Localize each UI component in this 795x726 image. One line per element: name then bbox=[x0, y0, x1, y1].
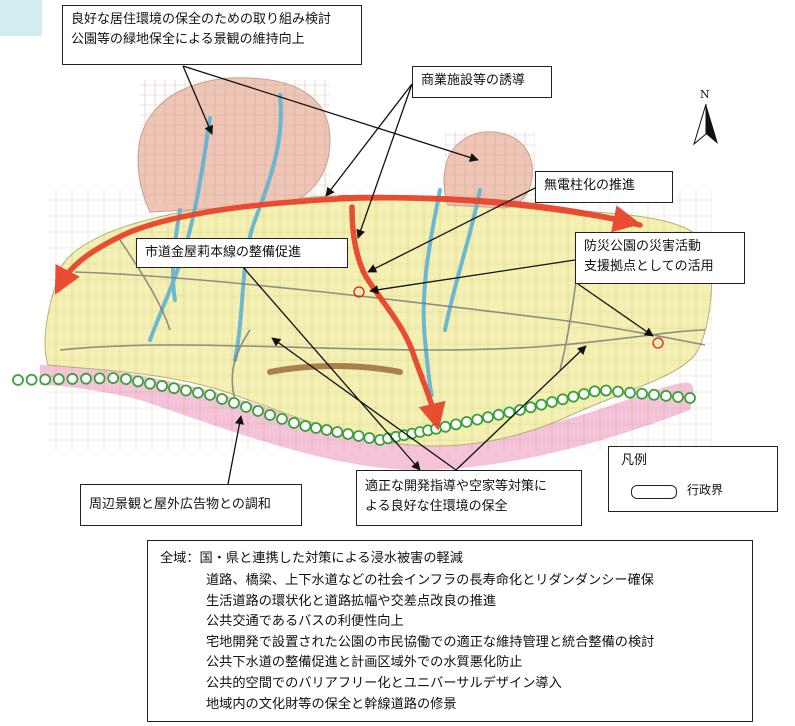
north-arrow-icon bbox=[693, 103, 718, 146]
boundary-circle bbox=[132, 375, 144, 388]
boundary-circle bbox=[39, 373, 52, 386]
boundary-circle bbox=[460, 416, 473, 428]
boundary-circle bbox=[482, 411, 494, 424]
boundary-circle bbox=[331, 426, 344, 438]
boundary-circle bbox=[567, 390, 580, 403]
list-item: 宅地開発で設置された公園の市民協働での適正な維持管理と統合整備の検討 bbox=[206, 634, 655, 650]
all-area-list: 道路、橋梁、上下水道などの社会インフラの長寿命化とリダンダンシー確保 生活道路の… bbox=[206, 571, 654, 715]
list-item: 公共交通であるバスの利便性向上 bbox=[206, 614, 404, 630]
callout-development-line2: よる良好な住環境の保全 bbox=[365, 499, 508, 514]
boundary-circle bbox=[342, 428, 354, 440]
boundary-circle bbox=[612, 385, 624, 398]
callout-development-line1: 適正な開発指導や空家等対策に bbox=[365, 479, 548, 494]
list-item: 公共的空間でのバリアフリー化とユニバーサルデザイン導入 bbox=[206, 675, 562, 691]
boundary-circle bbox=[471, 413, 484, 426]
boundary-circle bbox=[588, 385, 601, 398]
boundary-circle bbox=[310, 422, 322, 434]
boundary-circle bbox=[52, 373, 65, 386]
boundary-circle bbox=[672, 391, 684, 403]
legend-label-boundary: 行政界 bbox=[687, 483, 724, 497]
callout-commercial: 商業施設等の誘導 bbox=[412, 66, 552, 98]
callout-landscape: 周辺景観と屋外広告物との調和 bbox=[80, 484, 302, 526]
boundary-circle bbox=[535, 398, 548, 411]
boundary-circle bbox=[514, 404, 526, 416]
boundary-circle bbox=[288, 417, 300, 429]
list-item: 地域内の文化財等の保全と幹線道路の修景 bbox=[206, 696, 457, 712]
boundary-circle bbox=[12, 374, 24, 386]
boundary-circle bbox=[430, 422, 442, 435]
boundary-circle bbox=[156, 380, 168, 392]
boundary-circle bbox=[107, 372, 120, 385]
boundary-circle bbox=[192, 386, 204, 399]
boundary-circle bbox=[93, 372, 106, 385]
legend-title: 凡例 bbox=[621, 453, 648, 468]
callout-utility-poles: 無電柱化の推進 bbox=[535, 171, 673, 203]
boundary-circle bbox=[684, 392, 696, 404]
north-arrow: N bbox=[690, 88, 722, 148]
boundary-circle bbox=[276, 413, 288, 425]
legend: 凡例 行政界 bbox=[608, 446, 778, 512]
callout-development: 適正な開発指導や空家等対策に よる良好な住環境の保全 bbox=[356, 470, 582, 526]
boundary-circle bbox=[363, 432, 376, 444]
callout-disaster-park-line1: 防災公園の災害活動 bbox=[584, 239, 702, 254]
boundary-circle bbox=[648, 388, 660, 401]
boundary-circle bbox=[144, 377, 156, 390]
boundary-circle bbox=[636, 387, 648, 400]
boundary-circle bbox=[80, 372, 92, 385]
boundary-circle bbox=[66, 373, 79, 385]
boundary-circle bbox=[180, 384, 192, 397]
list-item: 生活道路の環状化と道路拡幅や交差点改良の推進 bbox=[206, 593, 497, 609]
callout-residential: 良好な居住環境の保全のための取り組み検討 公園等の緑地保全による景観の維持向上 bbox=[62, 5, 362, 65]
leader-arrows bbox=[182, 65, 654, 485]
boundary-circle bbox=[578, 388, 590, 400]
callout-road-text: 市道金屋莉本線の整備促進 bbox=[145, 245, 302, 260]
boundary-circle bbox=[503, 406, 516, 419]
brown-path bbox=[267, 363, 403, 375]
boundary-circle bbox=[546, 396, 558, 408]
location-marker-east bbox=[652, 337, 664, 349]
boundary-circle bbox=[240, 401, 252, 413]
legend-swatch-boundary bbox=[631, 485, 677, 499]
boundary-circle bbox=[492, 408, 505, 421]
list-item: 公共下水道の整備促進と計画区域外での水質悪化防止 bbox=[206, 655, 523, 671]
callout-residential-line1: 良好な居住環境の保全のための取り組み検討 bbox=[71, 12, 332, 27]
boundary-circle bbox=[252, 405, 264, 417]
all-area-box: 全域：国・県と連携した対策による浸水被害の軽減 道路、橋梁、上下水道などの社会イ… bbox=[147, 540, 753, 722]
corner-tab bbox=[0, 0, 42, 36]
location-marker-central bbox=[353, 286, 365, 298]
callout-residential-line2: 公園等の緑地保全による景観の維持向上 bbox=[71, 32, 305, 47]
callout-landscape-text: 周辺景観と屋外広告物との調和 bbox=[89, 497, 271, 512]
boundary-circle bbox=[25, 373, 38, 386]
boundary-circle bbox=[204, 389, 216, 401]
callout-disaster-park-line2: 支援拠点としての活用 bbox=[584, 259, 714, 274]
boundary-circle bbox=[352, 430, 365, 442]
boundary-circle bbox=[524, 401, 537, 414]
boundary-circle bbox=[228, 397, 240, 409]
north-label: N bbox=[700, 88, 710, 101]
boundary-circle bbox=[120, 373, 132, 386]
boundary-circle bbox=[439, 420, 452, 433]
all-area-heading: 全域：国・県と連携した対策による浸水被害の軽減 bbox=[160, 551, 463, 566]
boundary-circle bbox=[660, 389, 672, 402]
boundary-circle bbox=[264, 409, 276, 421]
boundary-circle bbox=[320, 424, 333, 436]
boundary-circle bbox=[624, 386, 636, 399]
boundary-circle bbox=[216, 393, 228, 405]
boundary-circle bbox=[556, 393, 569, 406]
list-item: 道路、橋梁、上下水道などの社会インフラの長寿命化とリダンダンシー確保 bbox=[206, 573, 654, 588]
callout-commercial-text: 商業施設等の誘導 bbox=[421, 73, 526, 88]
boundary-circle bbox=[168, 382, 180, 395]
boundary-circle bbox=[299, 420, 312, 432]
callout-disaster-park: 防災公園の災害活動 支援拠点としての活用 bbox=[575, 232, 745, 284]
boundary-circle bbox=[450, 418, 462, 431]
boundary-circle bbox=[600, 384, 612, 397]
boundary-line bbox=[12, 372, 696, 446]
callout-utility-poles-text: 無電柱化の推進 bbox=[544, 178, 636, 193]
callout-road: 市道金屋莉本線の整備促進 bbox=[136, 238, 348, 268]
